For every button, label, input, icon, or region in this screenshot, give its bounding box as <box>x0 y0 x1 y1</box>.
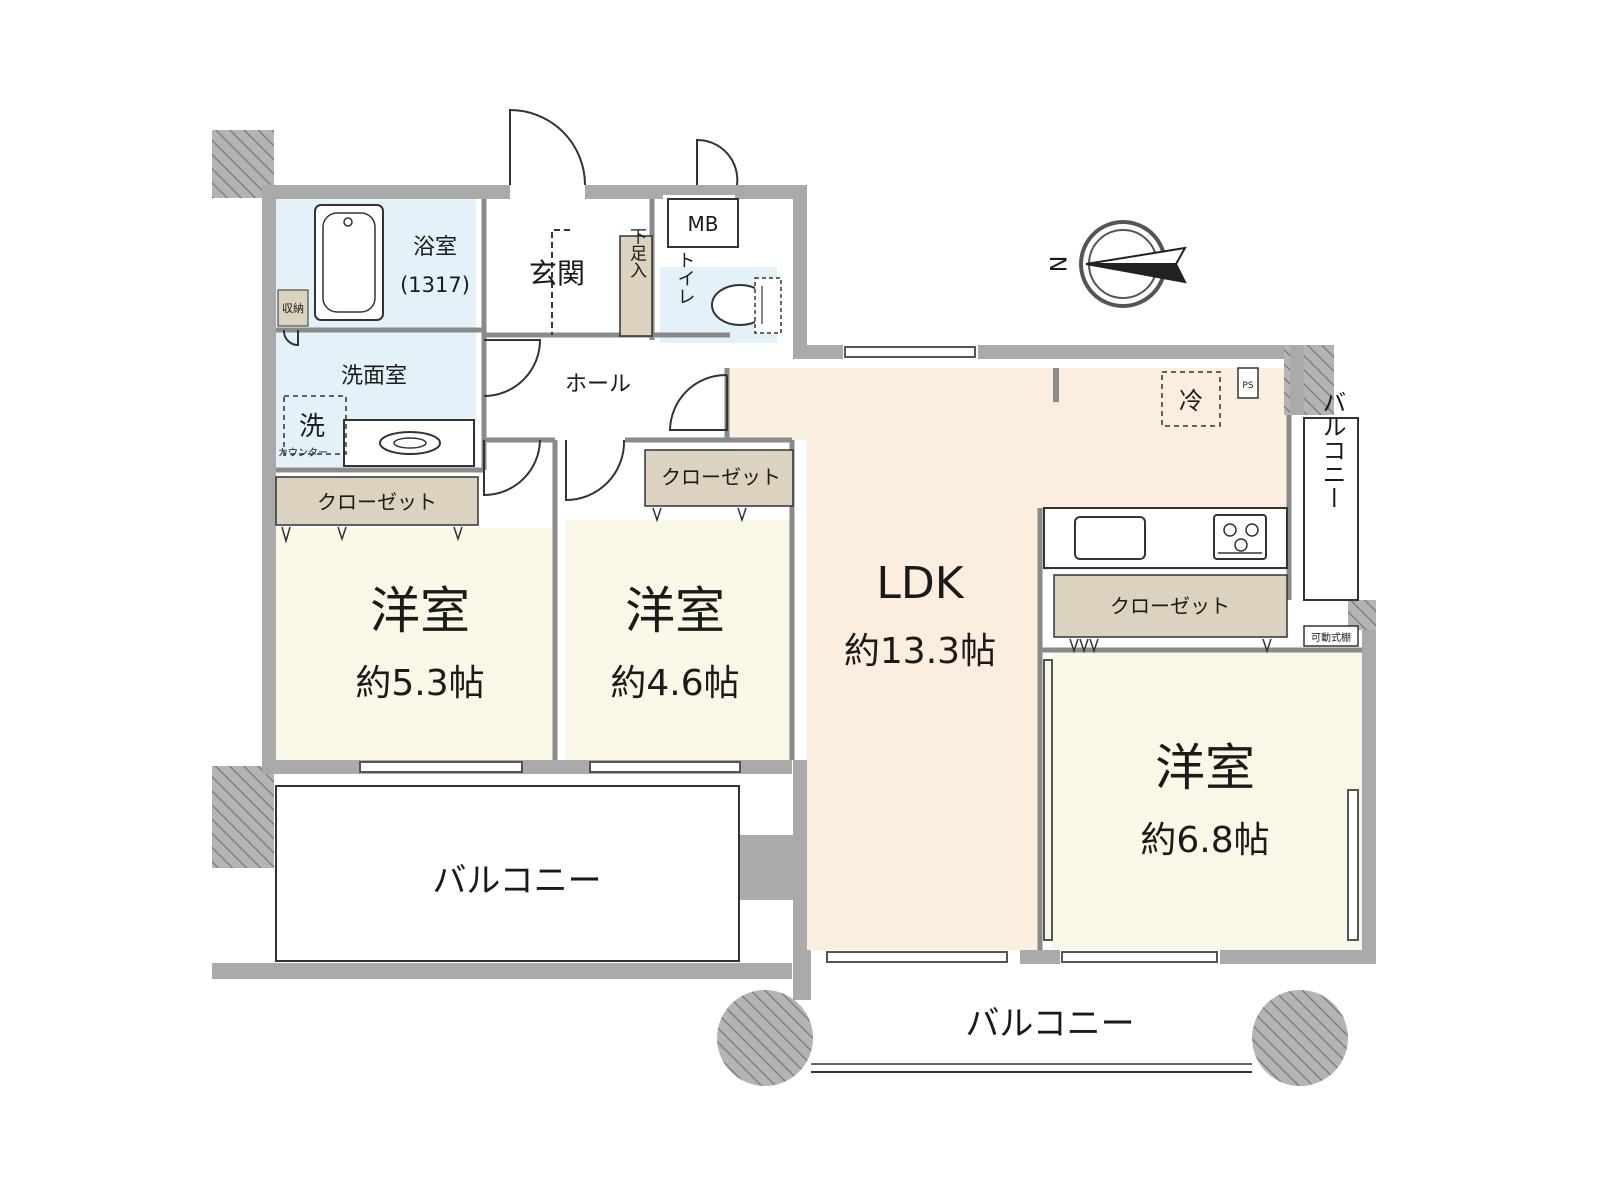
washroom-name: 洗面室 <box>341 364 407 389</box>
fridge-space <box>1161 371 1221 427</box>
ps-label: PS <box>1242 381 1253 391</box>
storage-label: 収納 <box>282 302 304 315</box>
stove-icon <box>1213 514 1267 560</box>
balcony-south-area: バルコニー <box>811 1004 1252 1073</box>
bath-name: 浴室 <box>413 235 457 260</box>
closet-1: クローゼット <box>275 476 479 544</box>
balcony-south-label: バルコニー <box>965 1004 1134 1044</box>
closet-2-label: クローゼット <box>661 465 781 489</box>
counter-label: カウンター <box>278 447 328 459</box>
bedroom2-name: 洋室 <box>625 582 725 640</box>
bathtub-icon <box>314 204 384 321</box>
bedroom1-name: 洋室 <box>370 582 470 640</box>
kitchen-counter <box>1043 507 1288 569</box>
toilet-icon <box>711 277 782 334</box>
storage-box <box>277 289 309 327</box>
closet-1-label: クローゼット <box>317 490 437 514</box>
bedroom1-size: 約5.3帖 <box>355 663 484 704</box>
hall-name: ホール <box>565 372 631 397</box>
ps-box <box>1237 367 1259 399</box>
toilet-name: トイレ <box>675 251 696 305</box>
entrance-name: 玄関 <box>529 257 585 290</box>
closet-3: クローゼット <box>1053 574 1288 654</box>
washer-label: 洗 <box>299 412 325 442</box>
bedroom3-name: 洋室 <box>1155 739 1255 797</box>
shoe-box-label: 下足入 <box>626 228 647 279</box>
meter-box <box>667 198 739 248</box>
door-swings <box>282 108 739 502</box>
closet-3-label: クローゼット <box>1110 594 1230 618</box>
fridge-label: 冷 <box>1179 387 1203 415</box>
balcony-west-label: バルコニー <box>432 861 601 901</box>
washbasin-icon <box>343 419 475 467</box>
compass-icon: N <box>1044 220 1187 308</box>
windows <box>359 346 1359 963</box>
closet-2: クローゼット <box>644 449 794 523</box>
compass-north-label: N <box>1044 256 1069 272</box>
movable-shelf <box>1303 625 1359 647</box>
ldk-size: 約13.3帖 <box>844 631 996 672</box>
ldk-name: LDK <box>876 558 964 609</box>
bedroom3-size: 約6.8帖 <box>1140 820 1269 861</box>
balcony-east-area: バルコニー <box>1303 390 1359 601</box>
balcony-west-area: バルコニー <box>275 785 740 962</box>
bedroom2-size: 約4.6帖 <box>610 663 739 704</box>
shoe-box <box>619 235 653 337</box>
mb-label: MB <box>688 212 719 236</box>
bath-size: (1317) <box>400 273 470 297</box>
balcony-east-label: バルコニー <box>1318 390 1346 510</box>
movable-shelf-label: 可動式棚 <box>1311 631 1351 644</box>
ldk-wall-stub <box>1053 368 1059 402</box>
washer-space <box>283 395 347 455</box>
